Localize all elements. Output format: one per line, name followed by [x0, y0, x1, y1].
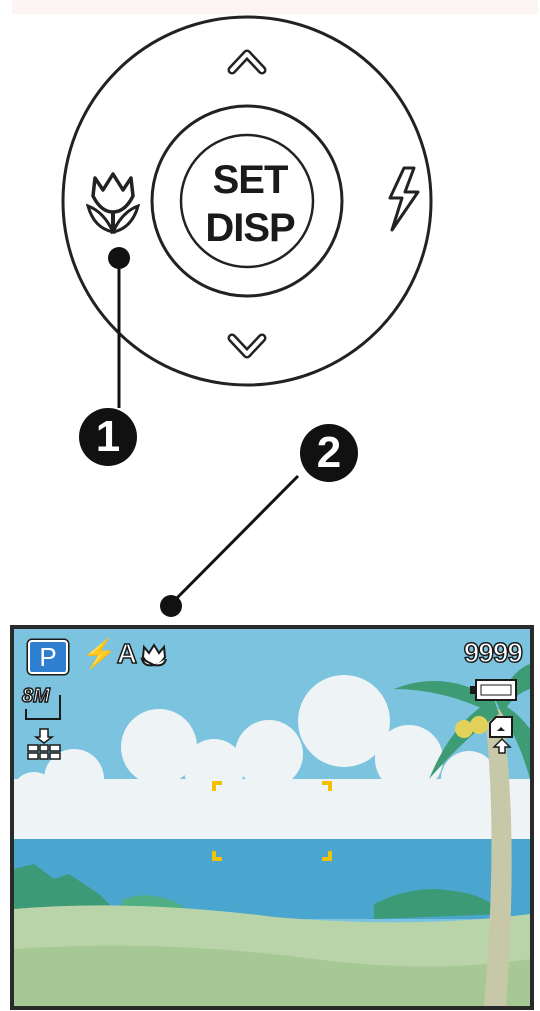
image-size-indicator: 8M: [22, 685, 50, 708]
macro-flower-icon: [88, 174, 138, 232]
disp-label: DISP: [180, 206, 320, 251]
shooting-mode-badge: P: [28, 640, 68, 674]
memory-card-icon: [490, 717, 512, 753]
flash-mode-indicator: ⚡A: [82, 637, 137, 670]
lcd-scene: [14, 629, 530, 1006]
callout-dot-2: [160, 595, 182, 617]
lcd-screen: P ⚡A 9999 8M: [10, 625, 534, 1010]
callout-line-2: [171, 476, 298, 604]
callout-number-2: 2: [300, 424, 358, 482]
shots-remaining: 9999: [464, 637, 522, 669]
coconut: [470, 716, 488, 734]
battery-icon: [470, 680, 516, 700]
macro-flower-icon: [142, 645, 166, 665]
set-label: SET: [180, 158, 320, 203]
callout-dot-1: [108, 247, 130, 269]
callout-number-1: 1: [79, 408, 137, 466]
